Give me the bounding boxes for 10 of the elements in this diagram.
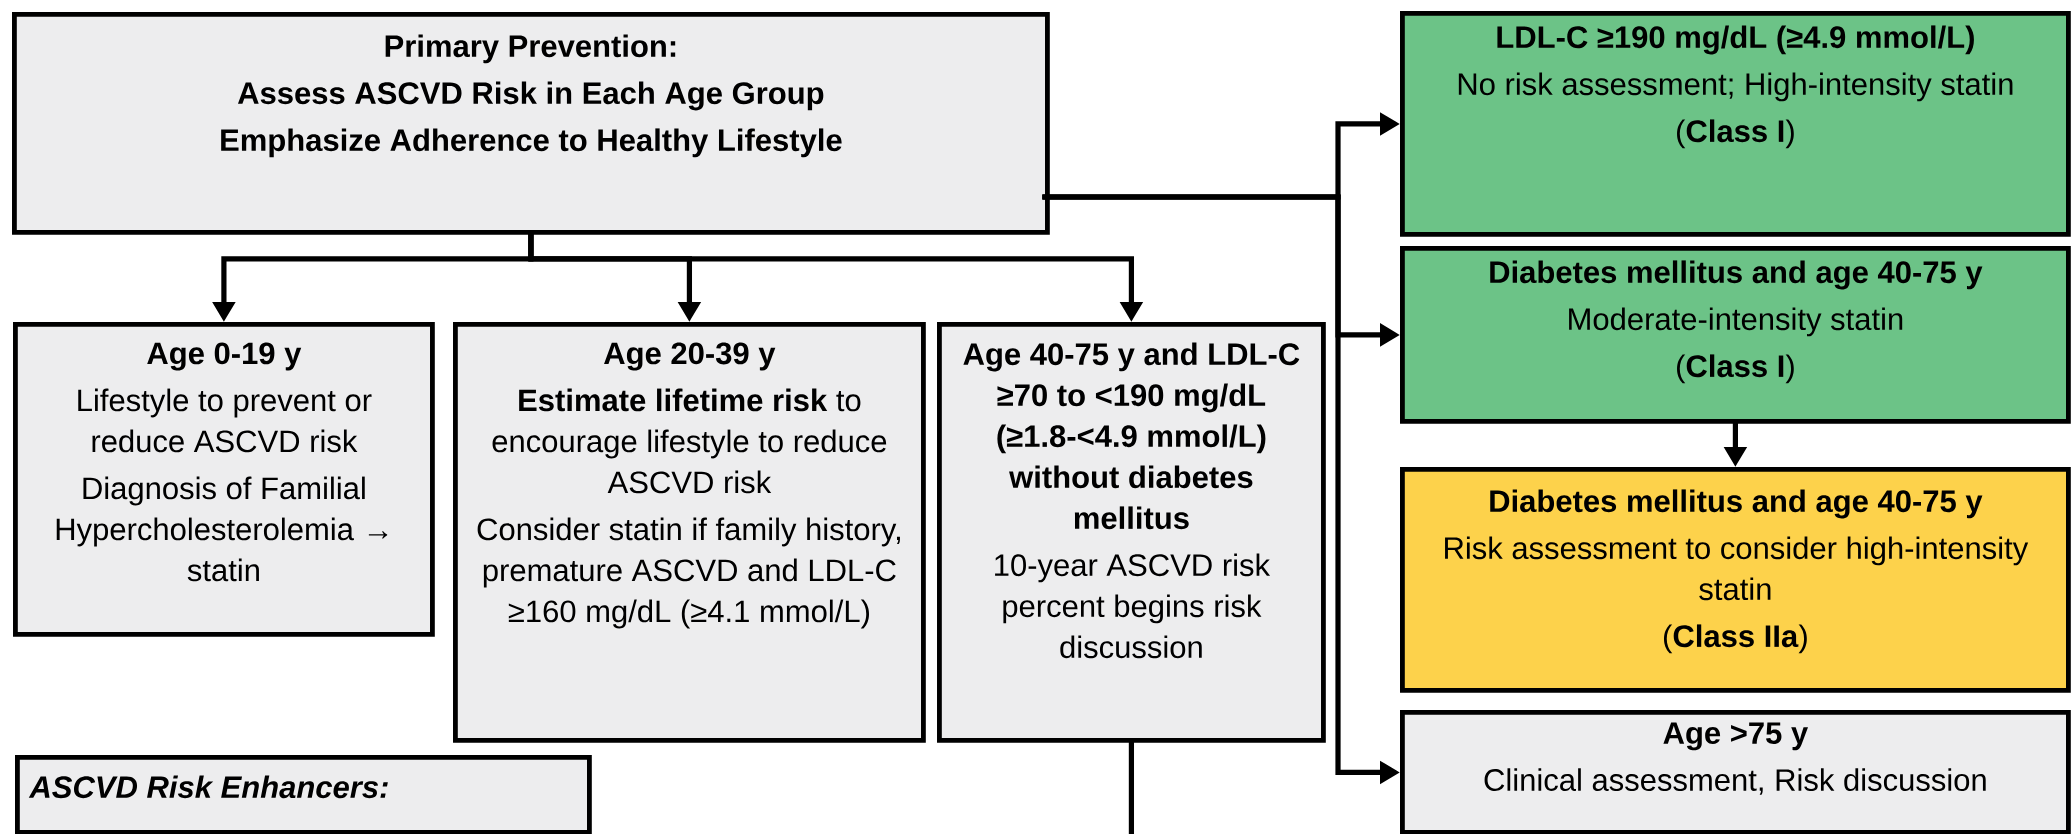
process-box: Age 0-19 y Lifestyle to prevent or reduce ASCVD risk Diagnosis of Familial Hypercholesterolemia → statin (13, 322, 435, 637)
process-box: Age >75 y Clinical assessment, Risk discussion (1400, 710, 2071, 834)
process-box: Primary Prevention: Assess ASCVD Risk in Each Age Group Emphasize Adherence to Healthy Lifestyle (12, 12, 1050, 235)
process-box: LDL-C ≥190 mg/dL (≥4.9 mmol/L) No risk assessment; High-intensity statin (Class I) (1400, 11, 2071, 237)
process-box: Age 20-39 y Estimate lifetime risk to encourage lifestyle to reduce ASCVD risk Consider statin if family history, premature ASCVD and LDL-C ≥160 mg/dL (≥4.1 mmol/L) (453, 322, 926, 743)
connector-line (1128, 740, 1134, 834)
process-box: Age 40-75 y and LDL-C ≥70 to <190 mg/dL (≥1.8-<4.9 mmol/L) without diabetes mellitus 10-year ASCVD risk percent begins risk discussion (937, 322, 1326, 743)
process-box: Diabetes mellitus and age 40-75 y Risk assessment to consider high-intensity statin (Class IIa) (1400, 467, 2071, 693)
process-box: Diabetes mellitus and age 40-75 y Moderate-intensity statin (Class I) (1400, 246, 2071, 424)
risk-enhancers-box: ASCVD Risk Enhancers: (15, 755, 592, 834)
